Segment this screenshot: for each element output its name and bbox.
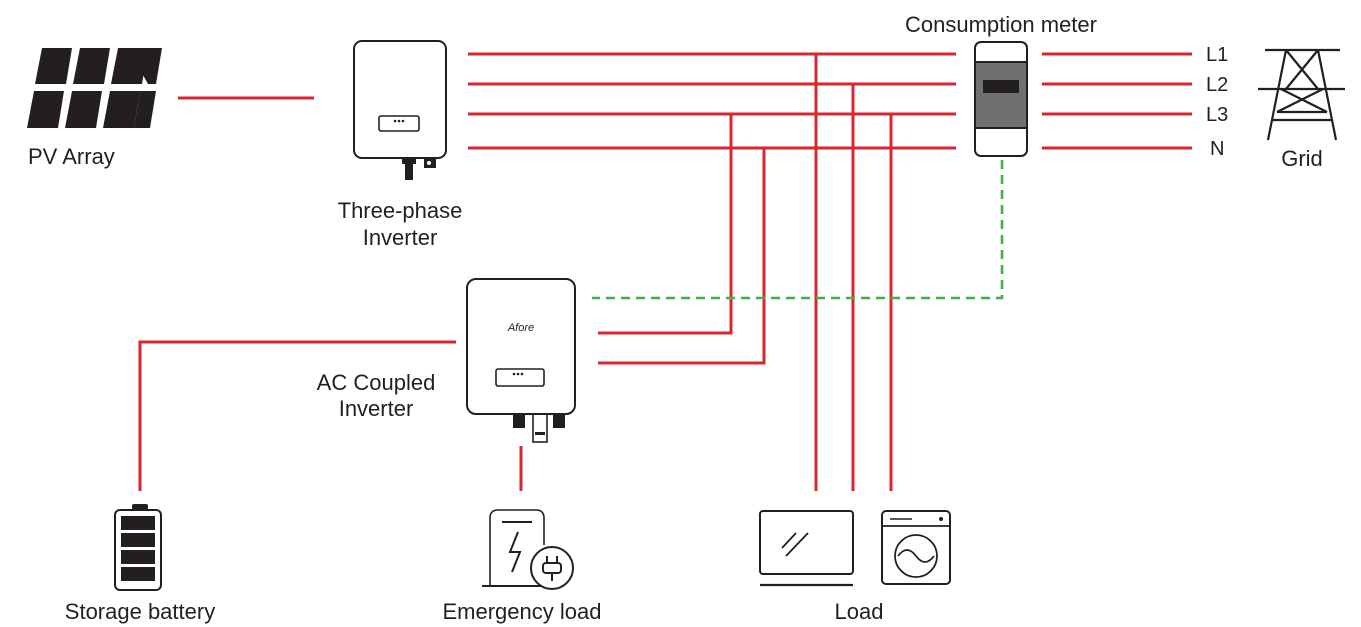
- battery-icon: [114, 504, 162, 591]
- solar-panel-icon: [27, 48, 162, 128]
- meter-communication-line: [592, 160, 1004, 300]
- power-wiring: [138, 52, 1192, 491]
- charger-icon: [482, 509, 574, 590]
- phase-label-l3: L3: [1206, 104, 1228, 126]
- phase-label-l1: L1: [1206, 44, 1228, 66]
- grid-label: Grid: [1281, 146, 1323, 171]
- ac-coupled-inverter-label-1: AC Coupled: [317, 370, 436, 395]
- brand-logo: Afore: [507, 322, 534, 334]
- inverter-icon: Afore: [466, 278, 576, 443]
- load-label: Load: [835, 599, 884, 624]
- monitor-icon: [759, 510, 854, 587]
- meter-icon: [974, 41, 1028, 157]
- pv-array-label: PV Array: [28, 144, 115, 169]
- phase-label-l2: L2: [1206, 74, 1228, 96]
- pylon-icon: [1258, 48, 1345, 141]
- storage-battery-label: Storage battery: [65, 599, 215, 624]
- consumption-meter-label: Consumption meter: [905, 12, 1097, 37]
- inverter-icon: [353, 40, 447, 180]
- ac-coupled-inverter-label-2: Inverter: [339, 396, 414, 421]
- three-phase-inverter-label-1: Three-phase: [338, 198, 463, 223]
- ac-inverter-to-l3-wire: [598, 114, 733, 335]
- emergency-load-label: Emergency load: [443, 599, 602, 624]
- washing-machine-icon: [881, 510, 951, 585]
- battery-wire: [138, 340, 456, 491]
- phase-labels: L1 L2 L3 N: [1206, 44, 1228, 160]
- phase-label-n: N: [1210, 138, 1224, 160]
- ac-inverter-to-n-wire: [598, 148, 766, 365]
- three-phase-inverter-label-2: Inverter: [363, 225, 438, 250]
